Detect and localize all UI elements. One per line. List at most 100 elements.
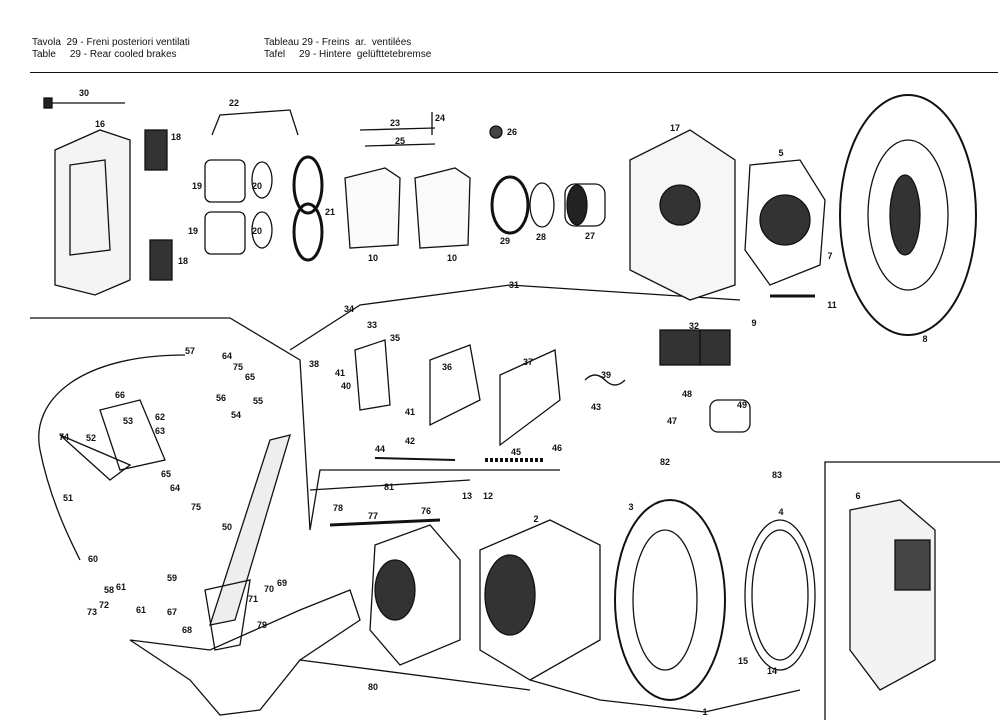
part-label: 78 [332,503,344,513]
part-label: 83 [771,470,783,480]
part-label: 32 [688,321,700,331]
header-title: - Rear cooled brakes [83,49,177,60]
section-boundary [30,317,560,531]
header-number: 29 [301,37,313,48]
header-prefix: Tavola [32,37,61,48]
part-label: 23 [389,118,401,128]
part-label: 43 [590,402,602,412]
part-label: 18 [170,132,182,142]
header-rule [30,72,998,73]
part-label: 18 [177,256,189,266]
part-label: 47 [666,416,678,426]
part-label: 13 [461,491,473,501]
caliper-16 [54,129,131,296]
part-label: 70 [263,584,275,594]
part-label: 57 [184,346,196,356]
part-label: 67 [166,607,178,617]
part-label: 7 [827,251,833,261]
part-label: 68 [181,625,193,635]
part-label: 41 [404,407,416,417]
part-label: 4 [778,507,784,517]
section-boundary [309,479,471,491]
part-label: 37 [522,357,534,367]
part-label: 10 [367,253,379,263]
part-label: 46 [551,443,563,453]
part-label: 14 [766,666,778,676]
header-english: Table 29 - Rear cooled brakes [32,49,177,61]
part-label: 62 [154,412,166,422]
part-label: 56 [215,393,227,403]
part-label: 17 [669,123,681,133]
part-label: 12 [482,491,494,501]
part-label: 16 [94,119,106,129]
part-label: 64 [169,483,181,493]
part-label: 35 [389,333,401,343]
part-label: 63 [154,426,166,436]
part-label: 66 [114,390,126,400]
part-label: 49 [736,400,748,410]
header-number: 29 [69,49,81,60]
header-italian: Tavola 29 - Freni posteriori ventilati [32,37,190,49]
part-label: 44 [374,444,386,454]
part-label: 15 [737,656,749,666]
part-label: 1 [702,707,708,717]
header-title: - Freni posteriori ventilati [80,37,190,48]
part-label: 38 [308,359,320,369]
part-label: 61 [135,605,147,615]
header-french: Tableau 29 - Freins ar. ventilées [264,37,411,49]
part-label: 34 [343,304,355,314]
part-label: 24 [434,113,446,123]
part-label: 73 [86,607,98,617]
header-prefix: Table [32,49,56,60]
part-label: 8 [922,334,928,344]
header-title: - Freins ar. ventilées [315,37,412,48]
header-prefix: Tafel [264,49,286,60]
caliper-assembly-6 [849,499,936,691]
part-label: 21 [324,207,336,217]
part-label: 27 [584,231,596,241]
header-number: 29 [66,37,78,48]
part-label: 20 [251,226,263,236]
part-label: 2 [533,514,539,524]
part-label: 59 [166,573,178,583]
part-label: 36 [441,362,453,372]
part-label: 29 [499,236,511,246]
part-label: 80 [367,682,379,692]
part-label: 55 [252,396,264,406]
part-label: 19 [187,226,199,236]
part-label: 58 [103,585,115,595]
part-label: 42 [404,436,416,446]
handbrake-lever-50 [209,434,291,626]
part-label: 20 [251,181,263,191]
part-label: 31 [508,280,520,290]
section-boundary [289,284,741,351]
header-number: 29 [299,49,311,60]
part-label: 61 [115,582,127,592]
header-german: Tafel 29 - Hintere gelüfttetebremse [264,49,431,61]
part-label: 75 [190,502,202,512]
part-label: 60 [87,554,99,564]
part-label: 33 [366,320,378,330]
part-label: 50 [221,522,233,532]
part-label: 40 [340,381,352,391]
cable-51 [38,354,186,561]
part-label: 76 [420,506,432,516]
part-label: 28 [535,232,547,242]
part-label: 22 [228,98,240,108]
part-label: 65 [244,372,256,382]
part-label: 25 [394,136,406,146]
part-label: 9 [751,318,757,328]
header-prefix: Tableau [264,37,300,48]
part-label: 64 [221,351,233,361]
part-label: 65 [160,469,172,479]
part-label: 77 [367,511,379,521]
header-title: - Hintere gelüfttetebremse [312,49,432,60]
part-label: 39 [600,370,612,380]
part-label: 54 [230,410,242,420]
part-label: 5 [778,148,784,158]
part-label: 81 [383,482,395,492]
part-label: 71 [247,594,259,604]
part-label: 19 [191,181,203,191]
part-label: 82 [659,457,671,467]
part-label: 52 [85,433,97,443]
